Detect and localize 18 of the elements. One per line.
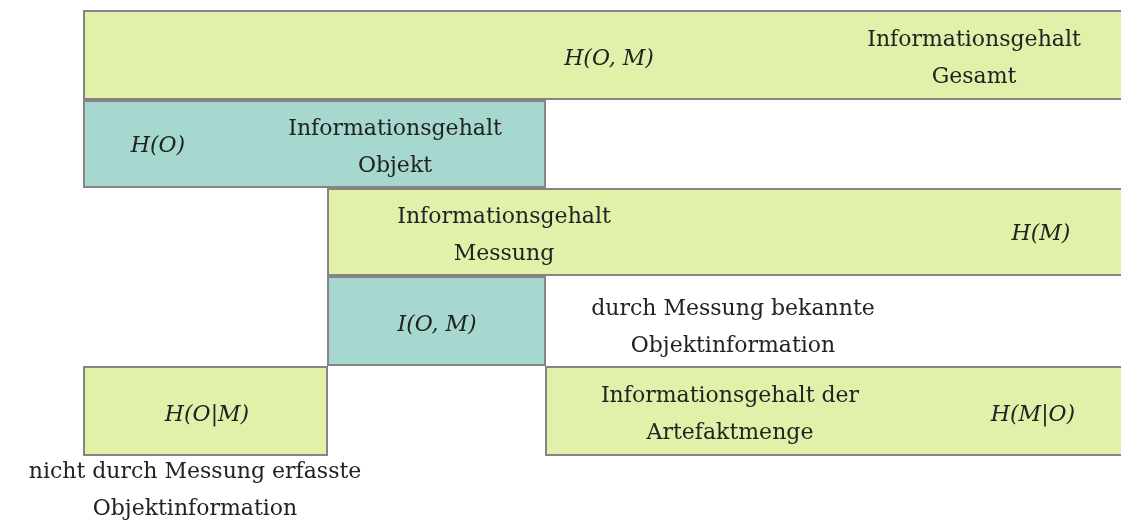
information-bar [327,276,546,366]
annotation-text: nicht durch Messung erfasste Objektinformation [27,457,363,520]
bar-label: Informationsgehalt Messung [396,202,612,267]
information-bar [83,100,546,188]
bar-label: Informationsgehalt der Artefaktmenge [599,381,861,446]
bar-label: Informationsgehalt Objekt [287,114,503,179]
information-bar [327,188,1121,276]
information-bar [545,366,1121,456]
information-bar [83,10,1121,100]
annotation-text: durch Messung bekannte Objektinformation [590,294,876,359]
entropy-formula: H(M|O) [990,399,1076,429]
entropy-formula: H(O, M) [564,43,654,72]
bar-label: Informationsgehalt Gesamt [866,25,1082,90]
entropy-formula: H(O) [130,130,186,159]
information-bar [83,366,328,456]
entropy-formula: H(M) [1011,218,1071,247]
entropy-formula: I(O, M) [397,309,477,338]
entropy-formula: H(O|M) [164,399,250,429]
